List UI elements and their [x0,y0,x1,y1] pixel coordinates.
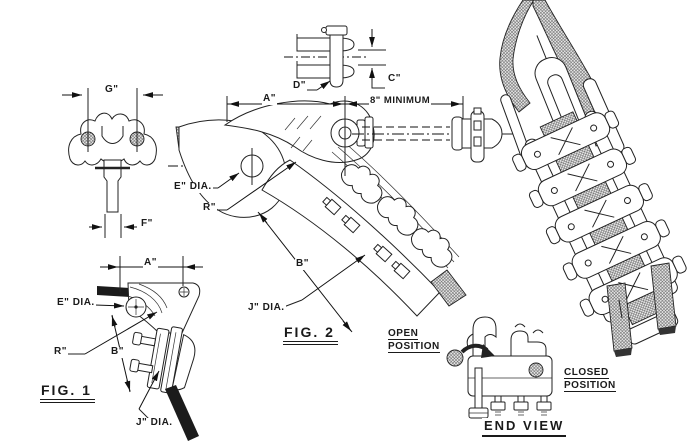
pin-detail-drawing [284,25,386,91]
closed-position-line1: CLOSED [564,367,609,379]
fig2-dim-label-b: B" [295,258,310,270]
clamp-top-view-drawing [62,88,163,238]
end-view-drawing [446,316,553,419]
open-position-note: OPEN POSITION [388,328,440,354]
fig2-drawing [168,96,516,333]
fig1-dim-label-j-dia: J" DIA. [135,417,174,429]
open-position-line1: OPEN [388,328,419,340]
fig1-caption: FIG. 1 [40,382,95,403]
dead-end-assembly-drawing [499,0,687,357]
fig2-dim-label-r: R" [202,202,217,214]
closed-position-line2: POSITION [564,380,616,392]
fig2-dim-label-e-dia: E" DIA. [173,181,213,193]
fig2-caption: FIG. 2 [283,324,338,345]
end-view-caption: END VIEW [482,418,567,437]
clevis-fitting [451,107,516,163]
open-position-line2: POSITION [388,341,440,353]
fig1-dim-label-e-dia: E" DIA. [56,297,96,309]
dim-label-g: G" [104,84,120,96]
closed-position-note: CLOSED POSITION [564,367,616,393]
fig2-dim-label-j-dia: J" DIA. [247,302,286,314]
fig2-dim-label-a: A" [262,93,277,105]
fig1-keeper-assembly [129,326,196,394]
dim-label-f: F" [140,218,154,230]
fig2-dim-label-8min: 8" MINIMUM [369,95,432,106]
dim-label-d: D" [292,80,307,92]
fig1-dim-label-a: A" [143,257,158,269]
fig1-dim-label-r: R" [53,346,68,358]
fig1-dim-label-b: B" [110,346,125,358]
fig1-drawing [68,256,203,441]
dim-label-c: C" [387,73,402,85]
